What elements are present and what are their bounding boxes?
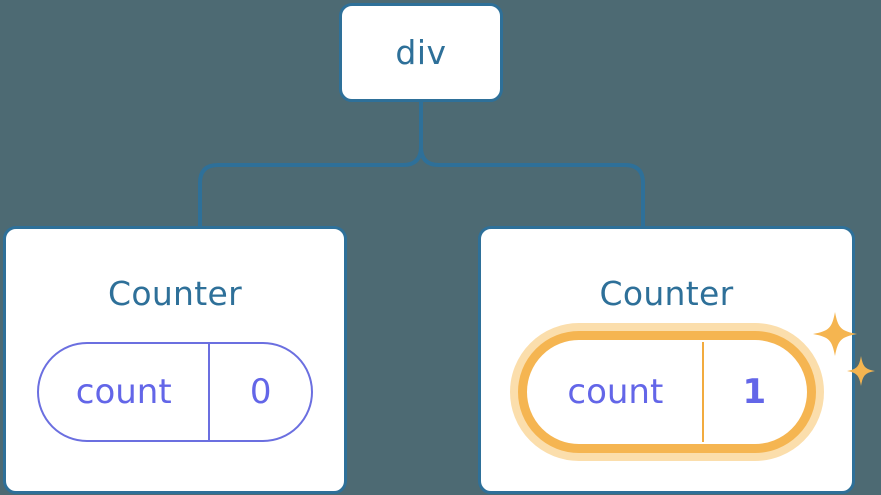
connector-left-branch	[198, 145, 423, 230]
node-counter-left-title: Counter	[108, 274, 242, 313]
state-key-right: count	[567, 372, 664, 412]
highlight-glow-ring	[509, 323, 824, 461]
sparkle-large-icon	[812, 312, 857, 356]
node-div[interactable]: div	[339, 3, 503, 102]
state-pill-wrap-left: count 0	[37, 342, 313, 442]
state-pill-left[interactable]: count 0	[37, 342, 313, 442]
connector-stem-and-split	[419, 100, 645, 230]
state-value-right: 1	[702, 342, 804, 442]
state-key-left: count	[75, 372, 172, 412]
node-counter-right-title: Counter	[599, 274, 734, 313]
state-pill-right[interactable]: count 1	[528, 342, 805, 442]
node-counter-left[interactable]: Counter count 0	[3, 226, 347, 494]
sparkle-group	[812, 312, 875, 386]
sparkle-small-icon	[846, 356, 875, 386]
node-div-label: div	[395, 33, 447, 72]
state-value-left: 0	[208, 344, 311, 440]
node-counter-right[interactable]: Counter count 1	[478, 226, 875, 494]
highlight-ring	[517, 331, 816, 453]
state-pill-wrap-right: count 1	[509, 312, 875, 461]
